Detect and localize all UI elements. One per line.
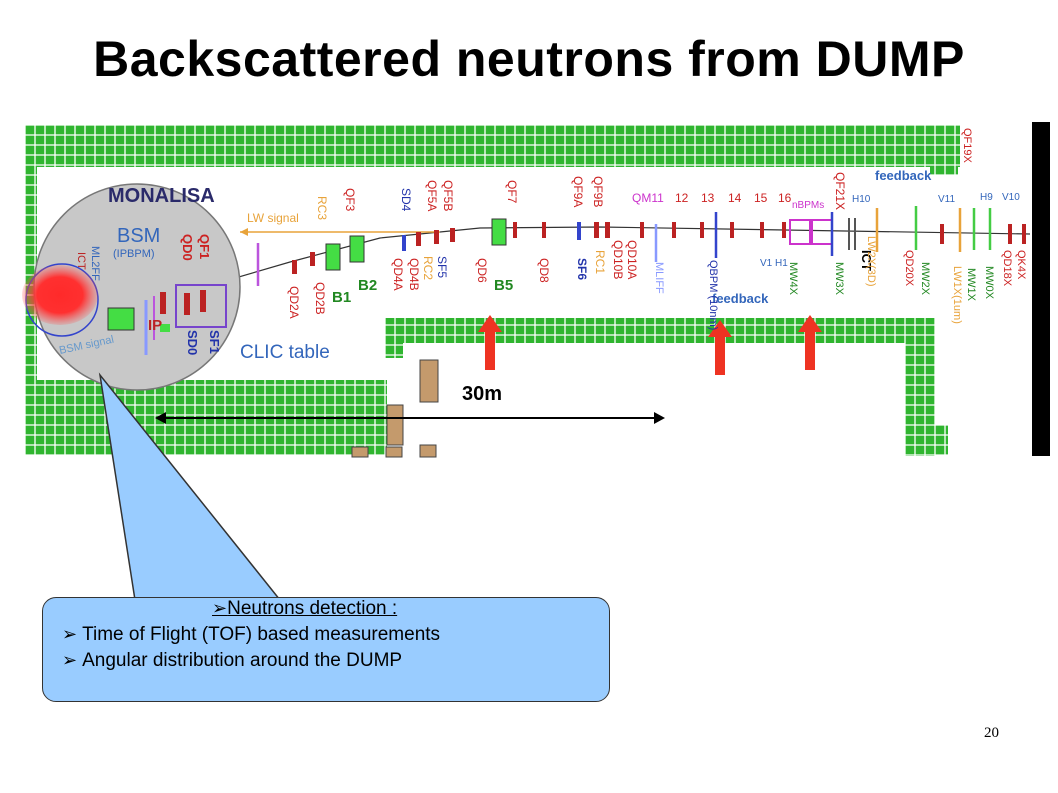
magnet-label: QD20X xyxy=(903,250,915,287)
magnet-label: QF21X xyxy=(833,172,847,210)
callout-title: ➢Neutrons detection : xyxy=(212,598,397,620)
magnet-label: LW1X(1um) xyxy=(951,266,963,324)
magnet-label: MLIFF xyxy=(653,262,665,294)
brown-block xyxy=(351,446,369,458)
magnet-label: RC2 xyxy=(421,256,435,280)
magnet-label: QD2A xyxy=(287,286,301,319)
magnet-label: H10 xyxy=(852,194,871,205)
brown-block xyxy=(386,404,404,446)
magnet-label: QD4B xyxy=(407,258,421,291)
magnet-label: RC3 xyxy=(315,196,329,220)
callout-title-text: Neutrons detection : xyxy=(227,598,398,619)
magnet-label: MW0X xyxy=(983,266,995,300)
magnet-label: V10 xyxy=(1002,192,1020,203)
scale-label: 30m xyxy=(462,383,502,405)
magnet-label: QD0 xyxy=(180,234,195,261)
magnet-label: MW1X xyxy=(965,268,977,302)
magnet-label: 14 xyxy=(728,191,742,205)
label-lw-signal: LW signal xyxy=(247,211,299,225)
magnet-label: H9 xyxy=(980,192,993,203)
magnet-label: QD18X xyxy=(1001,250,1013,287)
magnet-label: QM11 xyxy=(632,191,664,205)
label-ict: ICT xyxy=(859,250,874,271)
magnet-label: 16 xyxy=(778,191,792,205)
instrument-lines xyxy=(256,206,992,286)
magnet-label: QBPM (10nm) xyxy=(707,260,719,330)
label-feedback-top: feedback xyxy=(875,168,932,183)
magnet-label: MW3X xyxy=(833,262,845,296)
shield-wall-inner-left xyxy=(385,318,403,358)
magnet-elements xyxy=(292,218,1026,274)
label-clic-table: CLIC table xyxy=(240,342,330,363)
magnet-label: QF5B xyxy=(441,180,455,211)
neutron-detection-callout xyxy=(42,597,610,702)
brown-block xyxy=(385,446,403,458)
magnet-label: 12 xyxy=(675,191,689,205)
magnet-label: QF7 xyxy=(505,180,519,204)
shield-wall-left xyxy=(25,165,37,380)
final-focus-box xyxy=(175,284,227,328)
magnet-label: SF1 xyxy=(207,330,222,354)
magnet-label: QF3 xyxy=(343,188,357,212)
brown-block xyxy=(419,444,437,458)
bullet-arrow-icon: ➢ xyxy=(212,598,228,618)
label-monalisa: MONALISA xyxy=(108,185,215,207)
label-ipbpm: (IPBPM) xyxy=(113,248,155,260)
magnet-label: QF9A xyxy=(571,176,585,207)
magnet-label: QD10A xyxy=(625,240,639,279)
dump-wall xyxy=(1032,122,1050,456)
shield-wall-corner xyxy=(918,425,948,455)
magnet-label: SD4 xyxy=(399,188,413,212)
label-nbpms: nBPMs xyxy=(792,200,824,211)
magnet-label: LW2X(3D) xyxy=(865,236,877,287)
neutron-arrows xyxy=(478,315,822,375)
label-ict-left: ICT xyxy=(75,252,87,270)
slide-title: Backscattered neutrons from DUMP xyxy=(93,31,965,87)
magnet-label: B5 xyxy=(494,277,513,294)
label-feedback-bottom: feedback xyxy=(712,291,769,306)
slide-number: 20 xyxy=(984,725,999,741)
label-ml2ff: ML2FF xyxy=(89,246,101,281)
magnet-label: 13 xyxy=(701,191,715,205)
magnet-label: V11 xyxy=(938,194,955,205)
label-bsm: BSM xyxy=(117,225,160,247)
magnet-label: QF5A xyxy=(425,180,439,211)
magnet-label: QD2B xyxy=(313,282,327,315)
magnet-label: QK4X xyxy=(1015,250,1027,280)
magnet-label: SF5 xyxy=(435,256,449,278)
magnet-label: QD6 xyxy=(475,258,489,283)
shield-wall-top xyxy=(25,125,960,167)
magnet-label: QF1 xyxy=(197,234,212,259)
magnet-label: MW2X xyxy=(919,262,931,296)
callout-item-text: Angular distribution around the DUMP xyxy=(82,650,403,671)
magnet-label: B1 xyxy=(332,289,351,306)
magnet-label: SF6 xyxy=(575,258,589,280)
bullet-arrow-icon: ➢ xyxy=(62,650,83,670)
callout-item-text: Time of Flight (TOF) based measurements xyxy=(82,624,441,645)
magnet-label: QF19X xyxy=(961,128,973,164)
magnet-label: QF9B xyxy=(591,176,605,207)
magnet-label: MW4X xyxy=(787,262,799,296)
magnet-label: QD4A xyxy=(391,258,405,291)
magnet-label: B2 xyxy=(358,277,377,294)
magnet-label: RC1 xyxy=(593,250,607,274)
label-ip: IP xyxy=(148,317,162,334)
shield-wall-inner-top xyxy=(385,318,930,343)
callout-item: ➢ Time of Flight (TOF) based measurement… xyxy=(62,624,440,646)
magnet-label: QD10B xyxy=(611,240,625,279)
magnet-label: V1 H1 xyxy=(760,258,788,269)
magnet-label: 15 xyxy=(754,191,768,205)
brown-block xyxy=(419,359,439,403)
callout-item: ➢ Angular distribution around the DUMP xyxy=(62,650,402,672)
shield-wall-top-right xyxy=(930,125,958,175)
bullet-arrow-icon: ➢ xyxy=(62,624,83,644)
magnet-label: SD0 xyxy=(185,330,200,355)
red-neutron-glow xyxy=(22,265,98,325)
magnet-label: QD8 xyxy=(537,258,551,283)
